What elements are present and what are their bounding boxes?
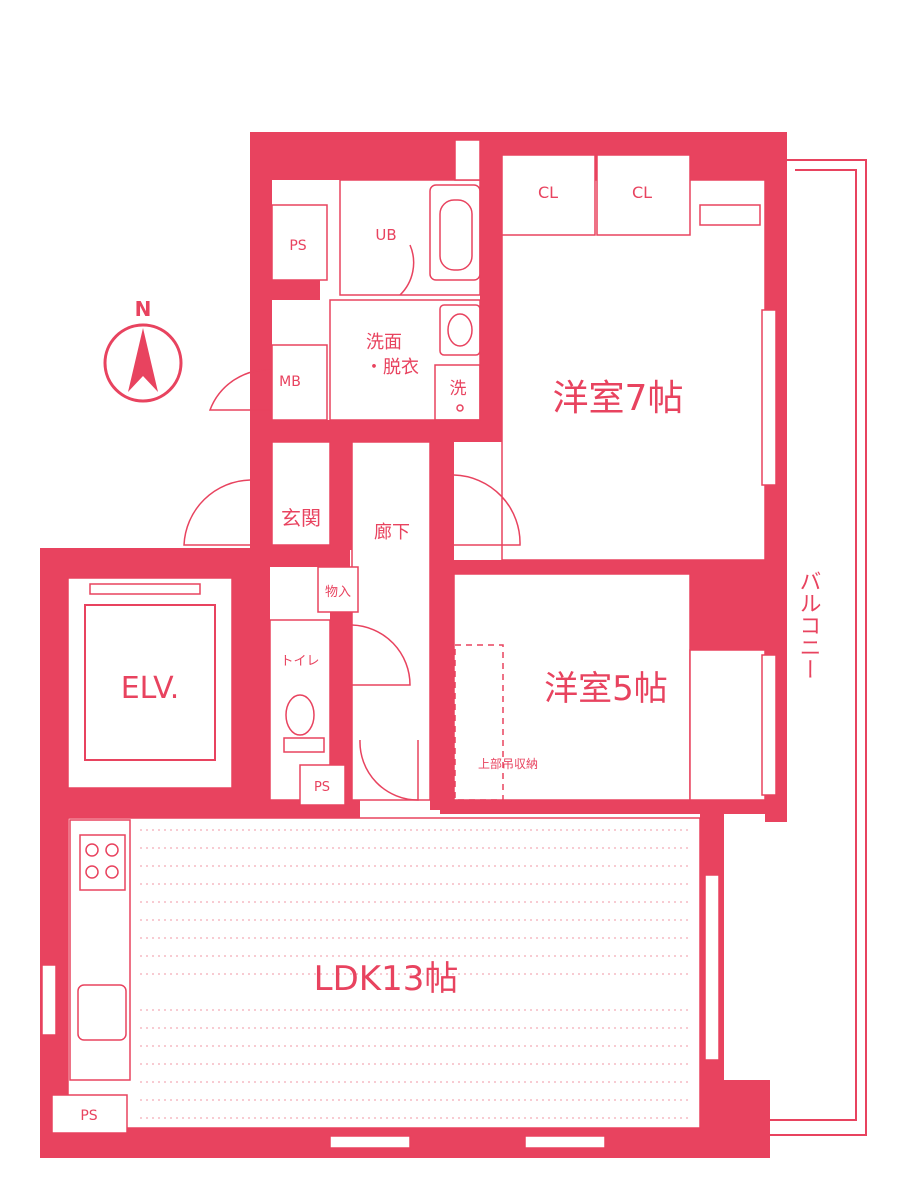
elevator-car [84, 604, 216, 761]
label-ldk: LDK13帖 [314, 959, 459, 999]
upper-storage-outline [454, 644, 504, 801]
label-washroom-2: ・脱衣 [365, 357, 419, 378]
room-hallway [351, 441, 431, 801]
label-elevator: ELV. [121, 671, 180, 706]
label-toilet: トイレ [280, 654, 319, 669]
room-western-5-b [689, 649, 766, 801]
compass-label: N [135, 297, 152, 321]
ldk-door [359, 739, 419, 801]
label-ps-bottom-left: PS [80, 1108, 97, 1124]
label-hallway: 廊下 [374, 522, 410, 543]
ps-bottom-left [51, 1094, 128, 1134]
entrance-door [183, 479, 251, 546]
label-storage: 物入 [325, 585, 351, 600]
label-washer: 洗 [450, 379, 467, 399]
closet-2 [596, 154, 691, 236]
wash-basin-icon [439, 304, 481, 356]
label-western-5: 洋室5帖 [544, 669, 668, 709]
stove-icon [79, 834, 126, 891]
label-washroom-1: 洗面 [366, 332, 402, 353]
room-entrance [271, 441, 331, 546]
mb-door [208, 369, 273, 411]
room-washroom [329, 299, 481, 421]
room-unit-bath [339, 179, 481, 296]
room-ldk [67, 817, 701, 1129]
label-ps-ldk-corner: PS [684, 819, 699, 835]
room-western-7 [501, 179, 766, 561]
balcony [770, 159, 867, 1136]
room-elevator [67, 577, 233, 789]
toilet-door [351, 624, 411, 686]
label-upper-storage: 上部吊収納 [478, 756, 538, 771]
bedroom7-door [453, 474, 521, 546]
north-arrow-icon [103, 323, 183, 403]
label-ps-toilet: PS [314, 780, 330, 795]
windows [41, 309, 777, 1149]
room-storage [317, 566, 359, 613]
room-interiors [51, 139, 766, 1134]
washing-machine-icon [434, 364, 481, 421]
room-mb [271, 344, 328, 421]
doors [183, 244, 521, 801]
toilet-icon [285, 694, 315, 736]
sink-icon [77, 984, 127, 1041]
bath-door [399, 244, 415, 296]
room-western-5-a [453, 573, 691, 801]
label-closet-2: CL [632, 183, 652, 202]
flooring-hatch [140, 829, 690, 1119]
label-entrance: 玄関 [281, 506, 321, 530]
label-mb: MB [279, 374, 301, 390]
label-balcony: バルコニー [796, 570, 821, 680]
label-closet-1: CL [538, 183, 558, 202]
kitchen-counter [69, 819, 131, 1081]
room-ps-top [271, 204, 328, 281]
label-unit-bath: UB [375, 226, 396, 244]
closet-1 [501, 154, 596, 236]
ps-toilet [299, 764, 346, 806]
label-ps-top: PS [289, 238, 306, 254]
bathtub-icon [429, 184, 481, 281]
label-western-7: 洋室7帖 [553, 378, 684, 419]
fixtures [283, 184, 504, 801]
